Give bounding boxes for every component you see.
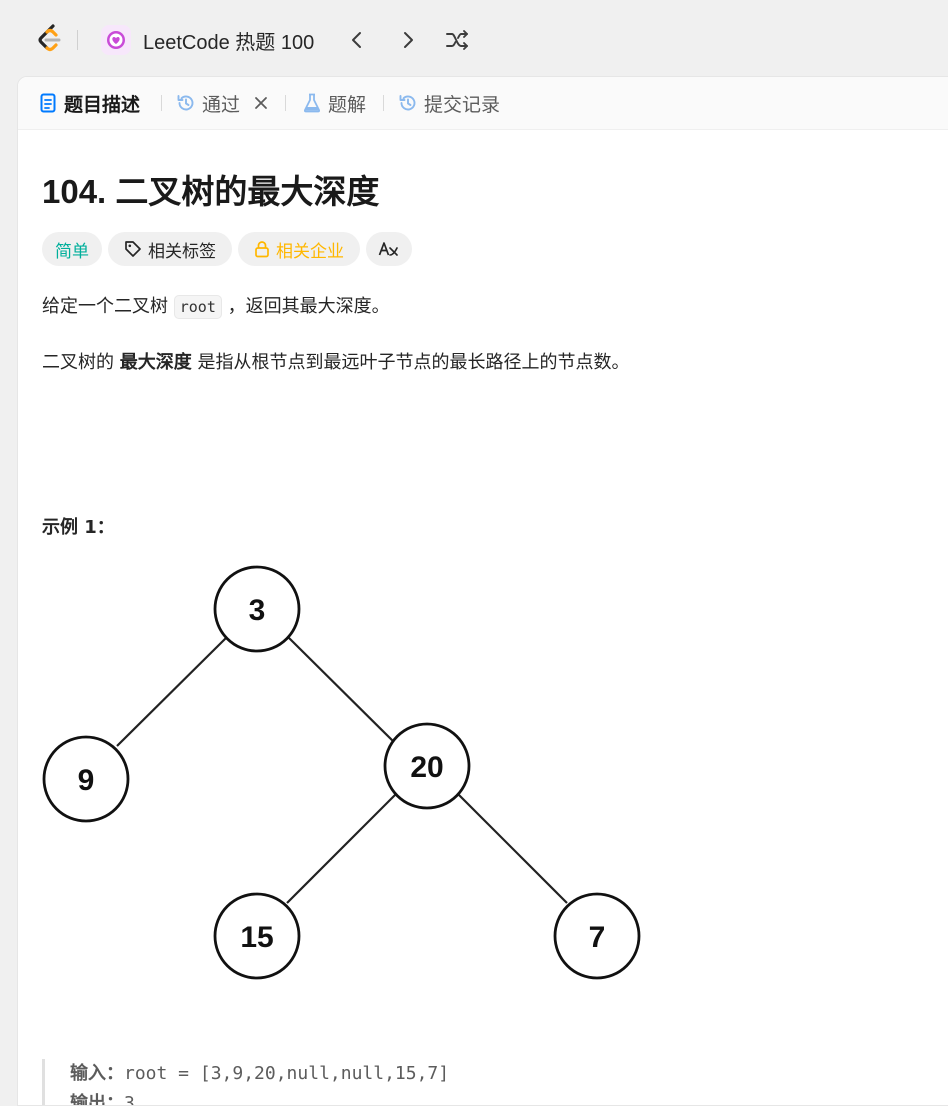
tree-node bbox=[213, 565, 301, 653]
tab-accepted[interactable]: 通过 bbox=[176, 77, 268, 129]
panel-tabs: 题目描述 通过 题解 提交记录 bbox=[18, 77, 948, 130]
description-text: ，返回其最大深度。 bbox=[221, 296, 390, 317]
example-input-value: root = [3,9,20,null,null,15,7] bbox=[124, 1063, 450, 1084]
description-text: 是指从根节点到最远叶子节点的最长路径上的节点数。 bbox=[191, 352, 630, 373]
flask-icon bbox=[302, 93, 322, 113]
example-input-line: 输入：root = [3,9,20,null,null,15,7] bbox=[70, 1059, 449, 1089]
tree-node bbox=[553, 892, 641, 980]
description-paragraph-1: 给定一个二叉树 root ，返回其最大深度。 bbox=[42, 293, 390, 321]
tab-solutions[interactable]: 题解 bbox=[302, 77, 366, 129]
tree-node-label: 3 bbox=[249, 594, 266, 627]
related-tags-label: 相关标签 bbox=[148, 241, 216, 262]
study-plan-title[interactable]: LeetCode 热题 100 bbox=[143, 32, 315, 54]
related-tags-button[interactable]: 相关标签 bbox=[108, 232, 232, 266]
next-question-button[interactable] bbox=[392, 24, 424, 56]
description-text: 二叉树的 bbox=[42, 352, 120, 373]
study-plan-icon[interactable] bbox=[101, 25, 131, 55]
tree-edge bbox=[286, 791, 399, 904]
example-1-label: 示例 1： bbox=[42, 517, 115, 538]
example-input-label: 输入： bbox=[70, 1063, 124, 1084]
history-icon bbox=[176, 93, 196, 113]
inline-code-root: root bbox=[173, 295, 222, 319]
tab-divider bbox=[161, 95, 162, 111]
description-paragraph-2: 二叉树的 最大深度 是指从根节点到最远叶子节点的最长路径上的节点数。 bbox=[42, 349, 629, 377]
tree-node-label: 20 bbox=[410, 751, 443, 784]
top-nav-bar: LeetCode 热题 100 bbox=[0, 0, 948, 76]
document-icon bbox=[38, 93, 58, 113]
description-text: 给定一个二叉树 bbox=[42, 296, 174, 317]
tab-solutions-label: 题解 bbox=[328, 93, 367, 116]
description-bold: 最大深度 bbox=[119, 352, 192, 373]
chevron-right-icon bbox=[404, 32, 413, 48]
chevron-left-icon bbox=[352, 32, 361, 48]
history-icon bbox=[398, 93, 418, 113]
tree-edge bbox=[286, 635, 399, 747]
problem-title: 104. 二叉树的最大深度 bbox=[42, 173, 380, 210]
tree-node bbox=[213, 892, 301, 980]
example-1-block: 输入：root = [3,9,20,null,null,15,7] 输出：3 bbox=[42, 1059, 449, 1106]
related-companies-label: 相关企业 bbox=[276, 241, 344, 262]
tab-submissions[interactable]: 提交记录 bbox=[398, 77, 500, 129]
nav-divider bbox=[77, 30, 78, 50]
problem-panel: 题目描述 通过 题解 提交记录 104. 二叉树的最大深度 bbox=[17, 76, 948, 1106]
difficulty-badge[interactable]: 简单 bbox=[42, 232, 102, 266]
random-question-button[interactable] bbox=[442, 24, 474, 56]
tree-node bbox=[42, 735, 130, 823]
example-output-label: 输出： bbox=[70, 1093, 124, 1106]
tab-accepted-label: 通过 bbox=[202, 93, 241, 116]
tree-node-label: 9 bbox=[78, 764, 95, 797]
tab-description[interactable]: 题目描述 bbox=[38, 77, 140, 129]
tree-node-label: 7 bbox=[589, 921, 606, 954]
tab-divider bbox=[383, 95, 384, 111]
tree-node-label: 15 bbox=[240, 921, 273, 954]
tab-divider bbox=[285, 95, 286, 111]
lock-icon bbox=[255, 241, 269, 258]
related-companies-button[interactable]: 相关企业 bbox=[238, 232, 360, 266]
tree-node bbox=[383, 722, 471, 810]
prev-question-button[interactable] bbox=[341, 24, 373, 56]
tag-icon bbox=[125, 241, 141, 257]
leetcode-logo-icon[interactable] bbox=[33, 22, 67, 56]
tree-edge bbox=[455, 791, 568, 904]
tree-edge bbox=[116, 635, 229, 747]
tab-description-label: 题目描述 bbox=[64, 93, 141, 116]
translate-button[interactable] bbox=[366, 232, 412, 266]
shuffle-icon bbox=[446, 30, 468, 50]
example-output-value: 3 bbox=[124, 1093, 135, 1106]
translate-icon bbox=[378, 242, 398, 256]
close-tab-icon[interactable] bbox=[254, 96, 268, 110]
binary-tree-diagram: 3 9 20 15 7 bbox=[42, 565, 641, 980]
tab-submissions-label: 提交记录 bbox=[424, 93, 501, 116]
